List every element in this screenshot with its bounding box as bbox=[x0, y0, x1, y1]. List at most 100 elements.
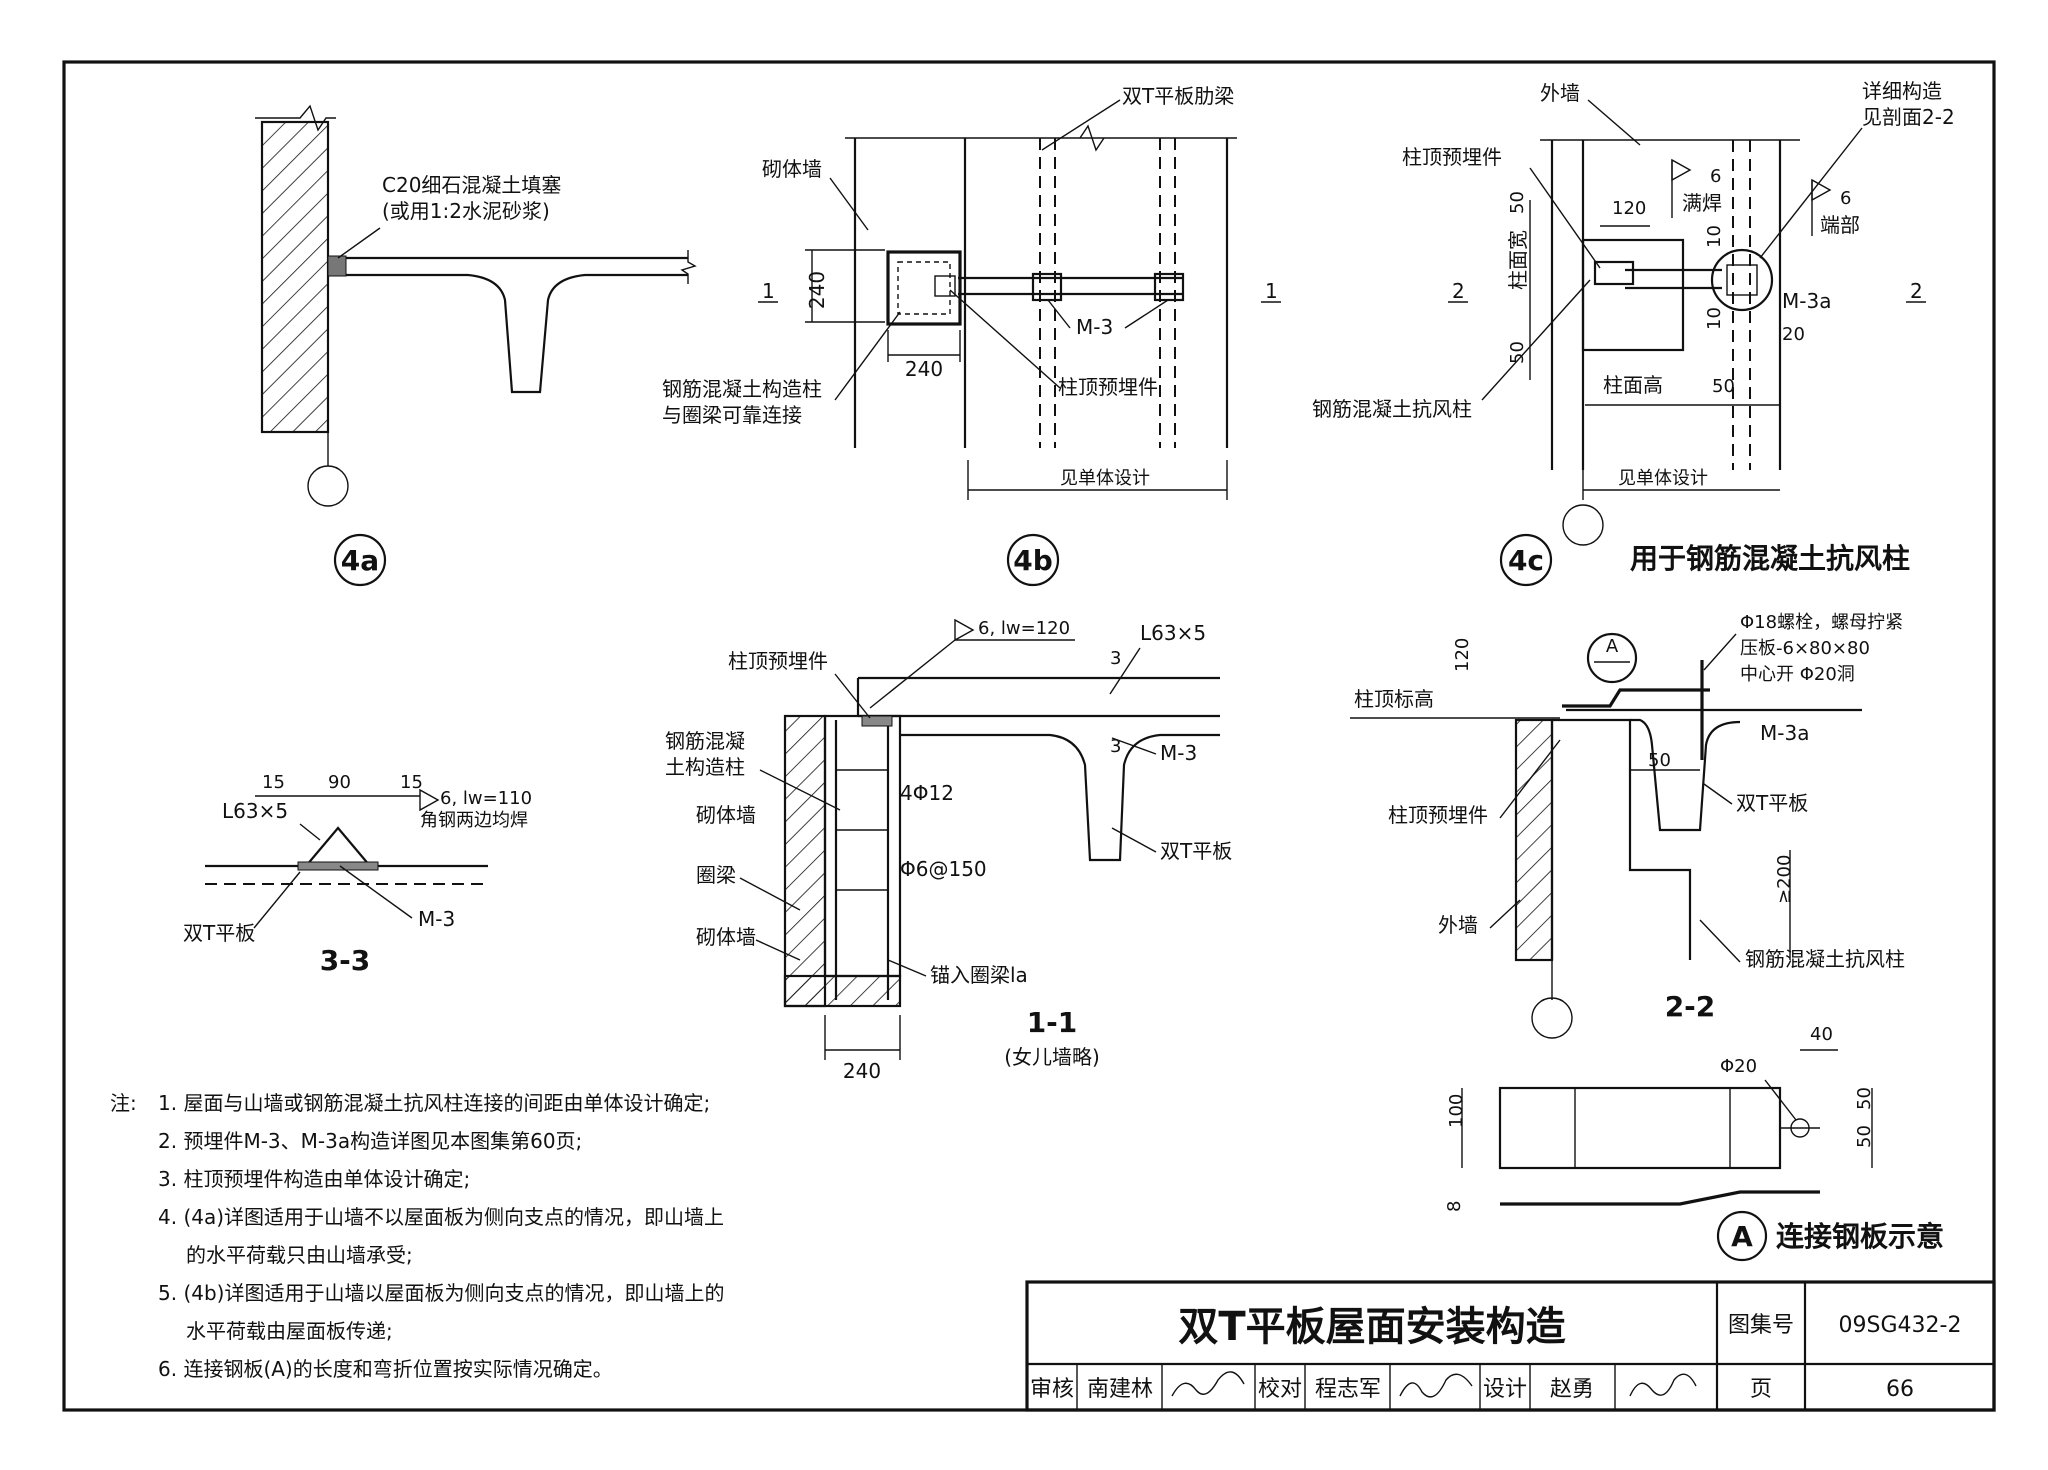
detail-tag-4a: 4a bbox=[341, 544, 379, 577]
svg-text:柱顶标高: 柱顶标高 bbox=[1354, 687, 1434, 711]
svg-text:66: 66 bbox=[1886, 1377, 1914, 1402]
designer-signature bbox=[1629, 1373, 1697, 1397]
notes-block: 注: 1. 屋面与山墙或钢筋混凝土抗风柱连接的间距由单体设计确定; 2. 预埋件… bbox=[110, 1091, 724, 1381]
svg-text:90: 90 bbox=[328, 772, 351, 793]
column-top-embed bbox=[1593, 260, 1635, 286]
svg-text:南建林: 南建林 bbox=[1087, 1377, 1153, 1402]
svg-text:钢筋混凝: 钢筋混凝 bbox=[665, 729, 745, 753]
detail-1-1: 6, lw=120 L63×5 柱顶预埋件 钢筋混凝 土构造柱 3 3 砌体墙 … bbox=[665, 618, 1232, 1083]
sheet-title: 双T平板屋面安装构造 bbox=[1178, 1304, 1565, 1350]
svg-text:2: 2 bbox=[1452, 279, 1465, 303]
svg-text:Φ6@150: Φ6@150 bbox=[900, 857, 987, 881]
connection-plate-plan bbox=[1498, 1086, 1782, 1170]
svg-text:钢筋混凝土抗风柱: 钢筋混凝土抗风柱 bbox=[1312, 397, 1472, 421]
svg-text:10: 10 bbox=[1704, 225, 1725, 248]
svg-text:4. (4a)详图适用于山墙不以屋面板为侧向支点的情况，即山: 4. (4a)详图适用于山墙不以屋面板为侧向支点的情况，即山墙上 bbox=[158, 1205, 724, 1229]
svg-text:09SG432-2: 09SG432-2 bbox=[1839, 1313, 1962, 1338]
svg-text:锚入圈梁la: 锚入圈梁la bbox=[930, 963, 1028, 987]
svg-text:圈梁: 圈梁 bbox=[696, 863, 736, 887]
m3a-detail-circle bbox=[1710, 248, 1774, 312]
svg-text:M-3a: M-3a bbox=[1760, 721, 1809, 745]
angle-steel bbox=[305, 826, 371, 867]
svg-text:页: 页 bbox=[1750, 1377, 1772, 1402]
svg-text:见单体设计: 见单体设计 bbox=[1060, 468, 1150, 489]
fill-label-line2: (或用1:2水泥砂浆) bbox=[382, 199, 550, 223]
svg-text:240: 240 bbox=[843, 1059, 881, 1083]
svg-text:L63×5: L63×5 bbox=[222, 799, 288, 823]
svg-text:1: 1 bbox=[1265, 279, 1278, 303]
svg-text:5. (4b)详图适用于山墙以屋面板为侧向支点的情况，即山墙: 5. (4b)详图适用于山墙以屋面板为侧向支点的情况，即山墙上的 bbox=[158, 1281, 724, 1305]
svg-text:10: 10 bbox=[1704, 307, 1725, 330]
svg-text:钢筋混凝土构造柱: 钢筋混凝土构造柱 bbox=[662, 377, 822, 401]
svg-text:120: 120 bbox=[1452, 638, 1473, 672]
svg-text:3: 3 bbox=[1110, 736, 1121, 757]
svg-text:3-3: 3-3 bbox=[320, 944, 371, 977]
reviewer-signature bbox=[1171, 1371, 1245, 1397]
svg-text:3: 3 bbox=[1110, 648, 1121, 669]
svg-text:M-3: M-3 bbox=[1076, 315, 1113, 339]
svg-text:图集号: 图集号 bbox=[1728, 1313, 1794, 1338]
svg-text:赵勇: 赵勇 bbox=[1550, 1377, 1594, 1402]
fill-label-line1: C20细石混凝土填塞 bbox=[382, 173, 561, 197]
svg-text:砌体墙: 砌体墙 bbox=[696, 925, 756, 949]
svg-text:M-3a: M-3a bbox=[1782, 289, 1831, 313]
leader-fill bbox=[337, 227, 381, 259]
svg-text:的水平荷载只由山墙承受;: 的水平荷载只由山墙承受; bbox=[186, 1243, 413, 1267]
svg-text:双T平板: 双T平板 bbox=[183, 921, 255, 945]
slab-break-mark bbox=[680, 250, 697, 284]
svg-text:设计: 设计 bbox=[1483, 1377, 1527, 1402]
svg-text:8: 8 bbox=[1444, 1201, 1465, 1212]
svg-text:详细构造: 详细构造 bbox=[1862, 79, 1942, 103]
svg-text:Φ20: Φ20 bbox=[1720, 1056, 1757, 1077]
axis-bubble bbox=[307, 465, 349, 507]
svg-text:50: 50 bbox=[1507, 191, 1528, 214]
svg-text:压板-6×80×80: 压板-6×80×80 bbox=[1740, 638, 1870, 659]
svg-text:15: 15 bbox=[262, 772, 285, 793]
grout-fill bbox=[327, 255, 347, 277]
wall-hatched bbox=[260, 120, 330, 434]
svg-text:120: 120 bbox=[1612, 198, 1646, 219]
svg-text:L63×5: L63×5 bbox=[1140, 621, 1206, 645]
svg-text:土构造柱: 土构造柱 bbox=[665, 755, 745, 779]
svg-text:砌体墙: 砌体墙 bbox=[696, 803, 756, 827]
svg-text:双T平板: 双T平板 bbox=[1160, 839, 1232, 863]
checker-signature bbox=[1399, 1373, 1473, 1398]
svg-text:240: 240 bbox=[805, 271, 829, 309]
t-slab-1-1 bbox=[858, 714, 1220, 862]
svg-text:与圈梁可靠连接: 与圈梁可靠连接 bbox=[662, 403, 802, 427]
svg-text:6. 连接钢板(A)的长度和弯折位置按实际情况确定。: 6. 连接钢板(A)的长度和弯折位置按实际情况确定。 bbox=[158, 1357, 613, 1381]
t-slab-profile bbox=[330, 256, 688, 394]
caption-4c: 用于钢筋混凝土抗风柱 bbox=[1630, 542, 1910, 575]
svg-text:外墙: 外墙 bbox=[1540, 81, 1580, 105]
svg-text:6: 6 bbox=[1840, 188, 1851, 209]
svg-text:M-3: M-3 bbox=[1160, 741, 1197, 765]
m3-embed-left bbox=[1031, 272, 1063, 302]
svg-text:满焊: 满焊 bbox=[1682, 191, 1722, 215]
svg-text:50: 50 bbox=[1507, 341, 1528, 364]
m3-embed-right bbox=[1153, 272, 1185, 302]
svg-text:20: 20 bbox=[1782, 324, 1805, 345]
constructional-column bbox=[886, 250, 962, 326]
svg-text:2. 预埋件M-3、M-3a构造详图见本图集第60页;: 2. 预埋件M-3、M-3a构造详图见本图集第60页; bbox=[158, 1129, 582, 1153]
svg-text:4c: 4c bbox=[1508, 544, 1544, 577]
svg-text:端部: 端部 bbox=[1820, 213, 1860, 237]
svg-text:3. 柱顶预埋件构造由单体设计确定;: 3. 柱顶预埋件构造由单体设计确定; bbox=[158, 1167, 470, 1191]
svg-text:100: 100 bbox=[1446, 1094, 1467, 1128]
svg-text:15: 15 bbox=[400, 772, 423, 793]
svg-text:1-1: 1-1 bbox=[1027, 1006, 1078, 1039]
svg-text:50: 50 bbox=[1712, 376, 1735, 397]
svg-text:6, lw=120: 6, lw=120 bbox=[978, 618, 1070, 639]
svg-text:6: 6 bbox=[1710, 166, 1721, 187]
svg-text:240: 240 bbox=[905, 357, 943, 381]
svg-text:校对: 校对 bbox=[1258, 1377, 1302, 1402]
svg-text:40: 40 bbox=[1810, 1024, 1833, 1045]
svg-text:1. 屋面与山墙或钢筋混凝土抗风柱连接的间距由单体设计确定;: 1. 屋面与山墙或钢筋混凝土抗风柱连接的间距由单体设计确定; bbox=[158, 1091, 710, 1115]
svg-text:50: 50 bbox=[1648, 750, 1671, 771]
svg-text:砌体墙: 砌体墙 bbox=[762, 157, 822, 181]
svg-text:中心开 Φ20洞: 中心开 Φ20洞 bbox=[1740, 664, 1855, 685]
svg-text:角钢两边均焊: 角钢两边均焊 bbox=[420, 810, 528, 831]
svg-text:见单体设计: 见单体设计 bbox=[1618, 468, 1708, 489]
svg-text:双T平板: 双T平板 bbox=[1736, 791, 1808, 815]
detail-2-2: A Φ18螺栓，螺母拧紧 压板-6×80×80 中心开 Φ20洞 柱顶标高 12… bbox=[1350, 612, 1905, 1039]
